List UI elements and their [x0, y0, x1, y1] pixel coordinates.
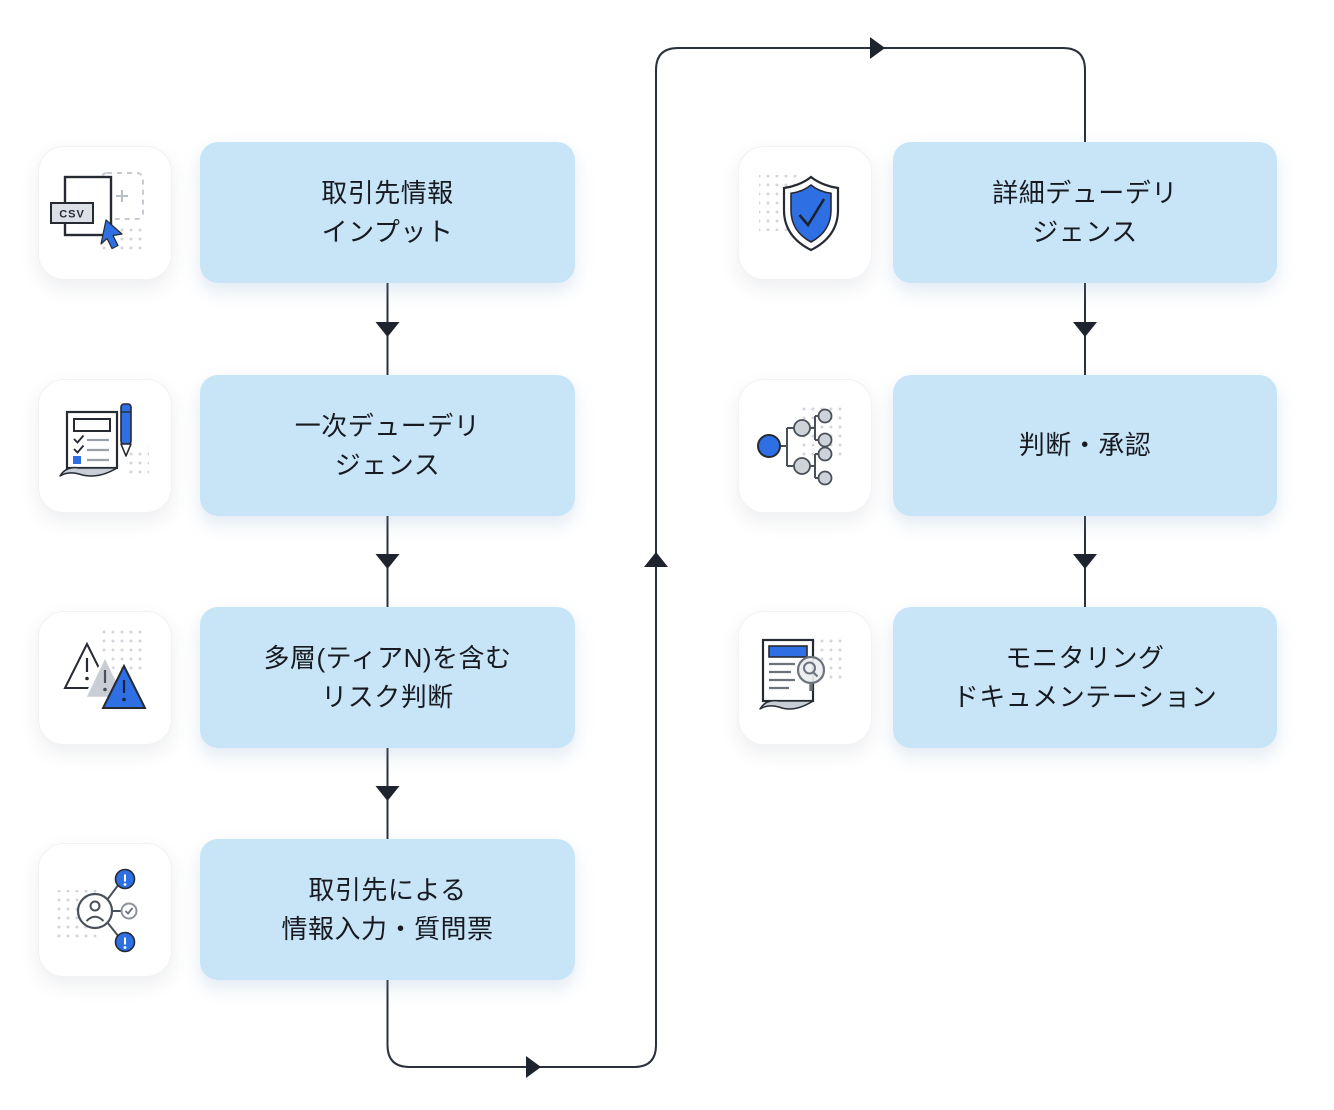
arrowhead-down-icon — [375, 322, 400, 337]
icon-card — [38, 843, 172, 977]
step-label-line: 取引先情報 — [321, 177, 454, 208]
icon-card — [38, 611, 172, 745]
csv-file-import-icon: CSV — [50, 172, 144, 255]
step-label-line: 情報入力・質問票 — [281, 913, 494, 944]
document-search-icon — [759, 634, 847, 710]
icon-card — [738, 146, 872, 280]
arrowhead-down-icon — [1073, 322, 1097, 337]
step-label-line: 一次デューデリ — [294, 410, 481, 441]
step-label-line: ジェンス — [334, 449, 441, 480]
step-box-primary-due-diligence: 一次デューデリ ジェンス — [200, 375, 575, 516]
arrowhead-right-icon — [870, 37, 885, 59]
icon-card — [738, 611, 872, 745]
arrowhead-down-icon — [375, 554, 400, 569]
step-box-partner-questionnaire: 取引先による 情報入力・質問票 — [200, 839, 575, 980]
arrowhead-down-icon — [1073, 554, 1097, 569]
arrowhead-up-icon — [644, 552, 668, 567]
arrowheads — [375, 37, 1097, 1078]
csv-badge-label: CSV — [59, 209, 85, 221]
arrowhead-right-icon — [526, 1056, 541, 1078]
checklist-pen-icon — [59, 403, 149, 477]
icon-card — [738, 379, 872, 513]
step-label-line: 多層(ティアN)を含む — [263, 642, 512, 673]
step-label-line: インプット — [321, 216, 454, 247]
decision-tree-icon — [757, 406, 845, 486]
step-label-line: リスク判断 — [321, 681, 454, 712]
step-box-partner-info-input: 取引先情報 インプット — [200, 142, 575, 283]
step-box-tiered-risk-assessment: 多層(ティアN)を含む リスク判断 — [200, 607, 575, 748]
warning-triangles-icon — [63, 630, 147, 709]
icon-card: CSV — [38, 146, 172, 280]
arrowhead-down-icon — [375, 786, 400, 801]
step-label-line: モニタリング — [1005, 642, 1165, 673]
step-label-line: ジェンス — [1032, 216, 1138, 247]
step-label-line: 判断・承認 — [1018, 430, 1152, 460]
partner-network-icon — [55, 868, 138, 953]
step-label-line: 取引先による — [308, 874, 467, 905]
step-box-decision-approval: 判断・承認 — [893, 375, 1277, 516]
icon-card — [38, 379, 172, 513]
shield-check-icon — [759, 175, 840, 252]
step-box-detailed-due-diligence: 詳細デューデリ ジェンス — [893, 142, 1277, 283]
step-label-line: ドキュメンテーション — [952, 681, 1218, 712]
step-box-monitoring-documentation: モニタリング ドキュメンテーション — [893, 607, 1277, 748]
step-label-line: 詳細デューデリ — [992, 177, 1178, 208]
